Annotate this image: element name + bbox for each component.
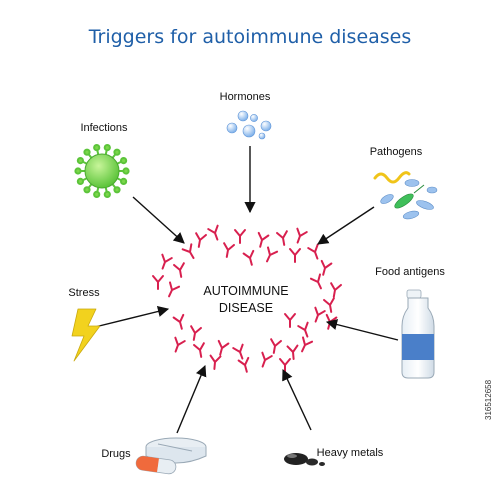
label-pathogens: Pathogens [370, 146, 423, 158]
antibody-icon [330, 282, 342, 298]
virus-spike-tip [103, 190, 111, 198]
arrow-drugs [176, 364, 207, 434]
virus-spike-tip [93, 190, 101, 198]
metal-drops-icon [284, 453, 325, 466]
stock-id: 316512658 [484, 379, 493, 420]
virus-spike-tip [113, 148, 121, 156]
center-label-line2: DISEASE [219, 301, 273, 315]
antibody-icon [172, 313, 185, 330]
virus-spike-tip [103, 144, 111, 152]
antibody-icon [223, 242, 235, 258]
arrow-food-antigens [325, 319, 399, 341]
label-stress: Stress [68, 287, 100, 299]
virus-spike-tip [76, 157, 84, 165]
lightning-icon [71, 308, 101, 362]
antibody-icon [232, 343, 244, 360]
antibody-icon [266, 246, 279, 263]
antibody-icon [193, 342, 205, 358]
virus-spike-tip [83, 186, 91, 194]
virus-spike-tip [120, 157, 128, 165]
antibody-icon [207, 224, 219, 241]
antibody-icon [261, 351, 273, 368]
label-hormones: Hormones [220, 91, 271, 103]
virus-spike-tip [93, 144, 101, 152]
antibody-icon [297, 321, 309, 338]
antibody-icon [234, 229, 246, 244]
label-drugs: Drugs [101, 448, 131, 460]
antibody-icon [296, 227, 308, 244]
virus-spike-tip [83, 148, 91, 156]
hormone-bubbles-icon [226, 110, 272, 140]
antibody-icon [279, 358, 291, 373]
antibody-icon [323, 297, 335, 313]
antibody-icon [314, 306, 326, 323]
antibody-icon [309, 273, 322, 290]
arrow-infections [132, 196, 185, 244]
virus-spike-tip [74, 167, 82, 175]
center-label-line1: AUTOIMMUNE [203, 284, 288, 298]
antibody-icon [289, 248, 301, 263]
antibody-icon [270, 338, 282, 354]
antibody-icon [174, 336, 186, 353]
label-heavy-metals: Heavy metals [317, 447, 384, 459]
antibody-icon [320, 259, 333, 276]
arrow-stress [94, 305, 170, 328]
virus-spike-tip [76, 177, 84, 185]
antibody-icon [284, 313, 296, 328]
antibody-icon [286, 344, 299, 360]
antibody-icon [301, 336, 314, 353]
arrows [94, 146, 399, 434]
antibody-icon [168, 281, 181, 298]
antibody-icon [237, 356, 250, 373]
antibody-icon [190, 325, 202, 341]
label-infections: Infections [80, 122, 128, 134]
arrow-heavy-metals [282, 368, 312, 431]
arrow-pathogens [317, 206, 375, 245]
antibody-icon [307, 243, 319, 260]
antibody-icon [161, 253, 173, 270]
pills-icon [135, 437, 207, 475]
antibody-icon [152, 275, 164, 290]
antibody-icon [181, 243, 195, 260]
virus-spike-tip [122, 167, 130, 175]
antibody-icon [209, 354, 222, 370]
antibody-icon [257, 231, 270, 248]
antibody-icon [217, 339, 230, 356]
virus-spike-tip [113, 186, 121, 194]
antibody-icon [173, 262, 185, 278]
virus-spike-tip [120, 177, 128, 185]
antibody-icon [276, 230, 288, 246]
pathogens-icon [373, 171, 438, 220]
antibody-icon [242, 249, 255, 266]
antibody-cluster [152, 224, 342, 373]
antibody-icon [195, 232, 207, 248]
milk-bottle-icon [401, 289, 435, 379]
virus-icon [74, 144, 130, 198]
label-food-antigens: Food antigens [375, 266, 445, 278]
diagram-title: Triggers for autoimmune diseases [88, 26, 412, 48]
